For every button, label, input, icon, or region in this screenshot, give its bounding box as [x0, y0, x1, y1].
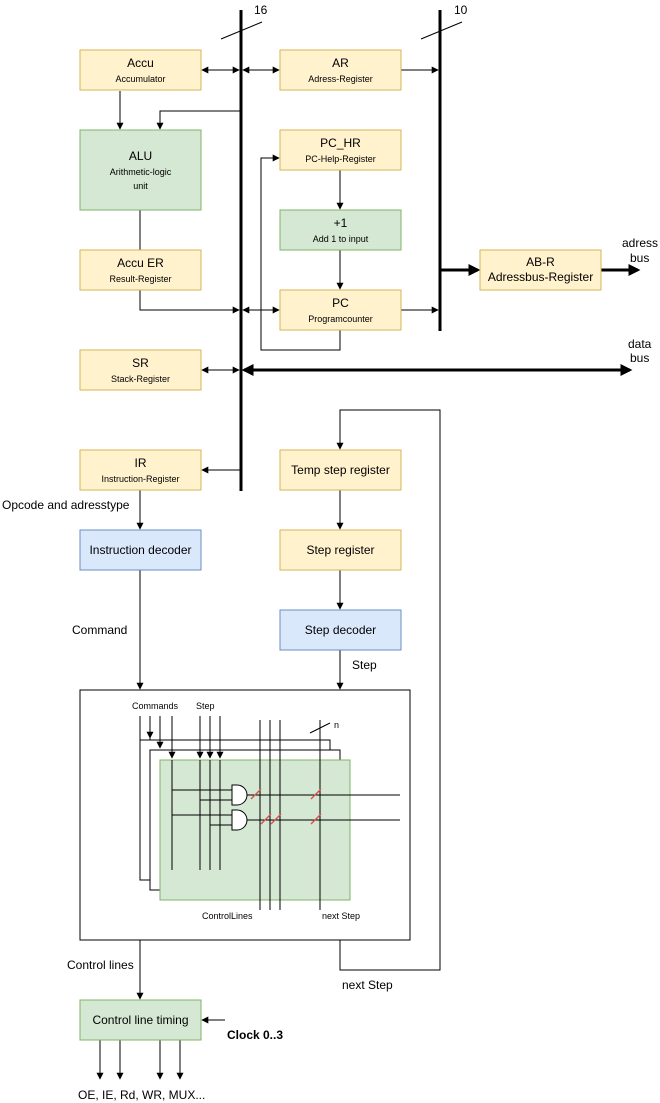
- accu-subtitle: Accumulator: [115, 74, 165, 84]
- outputs-label: OE, IE, Rd, WR, MUX...: [78, 1088, 205, 1102]
- sr-subtitle: Stack-Register: [111, 374, 170, 384]
- data-bus-label-2: bus: [630, 351, 649, 365]
- pc-hr-subtitle: PC-Help-Register: [305, 154, 376, 164]
- control-line-timing-block: Control line timing: [79, 999, 202, 1041]
- temp-step-register-block: Temp step register: [279, 449, 402, 491]
- clock-label: Clock 0..3: [227, 1028, 283, 1042]
- accu-er-subtitle: Result-Register: [109, 274, 171, 284]
- data-bus: data bus: [241, 337, 652, 376]
- data-bus-label-1: data: [628, 337, 652, 351]
- n-inner-label: n: [334, 720, 339, 730]
- temp-step-title: Temp step register: [291, 463, 390, 477]
- ar-block: AR Adress-Register: [279, 49, 402, 91]
- abr-subtitle: Adressbus-Register: [488, 270, 593, 284]
- plus-one-subtitle: Add 1 to input: [313, 234, 369, 244]
- accu-block: Accu Accumulator: [79, 49, 202, 91]
- address-bus-internal: 10: [420, 3, 468, 331]
- control-timing-title: Control line timing: [92, 1013, 188, 1027]
- pc-subtitle: Programcounter: [308, 314, 373, 324]
- sr-title: SR: [132, 356, 149, 370]
- address-bus: adress bus: [440, 236, 658, 276]
- and-gate-1: [231, 784, 248, 806]
- accu-er-title: Accu ER: [117, 256, 164, 270]
- abr-title: AB-R: [526, 255, 555, 269]
- alu-title: ALU: [129, 149, 152, 163]
- pc-hr-title: PC_HR: [320, 136, 361, 150]
- command-label: Command: [72, 623, 127, 637]
- pc-title: PC: [332, 296, 349, 310]
- instruction-decoder-block: Instruction decoder: [79, 529, 202, 571]
- alu-subtitle-line2: unit: [133, 181, 148, 191]
- ir-block: IR Instruction-Register: [79, 449, 202, 491]
- and-gate-2: [231, 809, 248, 831]
- next-step-inner-label: next Step: [322, 911, 360, 921]
- ir-title: IR: [135, 456, 147, 470]
- alu-subtitle: Arithmetic-logic: [110, 167, 172, 177]
- plus-one-title: +1: [334, 216, 348, 230]
- step-label: Step: [352, 658, 377, 672]
- ir-subtitle: Instruction-Register: [101, 474, 179, 484]
- step-inner-label: Step: [196, 701, 215, 711]
- step-decoder-block: Step decoder: [279, 609, 402, 651]
- alu-block: ALU Arithmetic-logic unit: [79, 129, 202, 211]
- accu-er-block: Accu ER Result-Register: [79, 249, 202, 291]
- control-lines-label: Control lines: [67, 958, 134, 972]
- abr-block: AB-R Adressbus-Register: [479, 249, 602, 291]
- sr-block: SR Stack-Register: [79, 349, 202, 391]
- instruction-decoder-title: Instruction decoder: [89, 543, 191, 557]
- pc-hr-block: PC_HR PC-Help-Register: [279, 129, 402, 171]
- plus-one-block: +1 Add 1 to input: [279, 209, 402, 251]
- main-data-bus: 16: [220, 3, 268, 491]
- step-decoder-title: Step decoder: [305, 623, 376, 637]
- ar-subtitle: Adress-Register: [308, 74, 373, 84]
- control-lines-inner-label: ControlLines: [202, 911, 253, 921]
- next-step-label: next Step: [342, 978, 393, 992]
- accu-title: Accu: [127, 56, 154, 70]
- pc-block: PC Programcounter: [279, 289, 402, 331]
- connectors: [96, 66, 441, 1080]
- opcode-label: Opcode and adresstype: [2, 498, 130, 512]
- ar-title: AR: [332, 56, 349, 70]
- address-bus-width-label: 10: [454, 3, 468, 17]
- step-register-block: Step register: [279, 529, 402, 571]
- commands-inner-label: Commands: [132, 701, 179, 711]
- main-bus-width-label: 16: [254, 3, 268, 17]
- step-register-title: Step register: [306, 543, 374, 557]
- control-logic-block: Commands Step n: [79, 689, 411, 941]
- address-bus-label-1: adress: [622, 236, 658, 250]
- address-bus-label-2: bus: [630, 251, 649, 265]
